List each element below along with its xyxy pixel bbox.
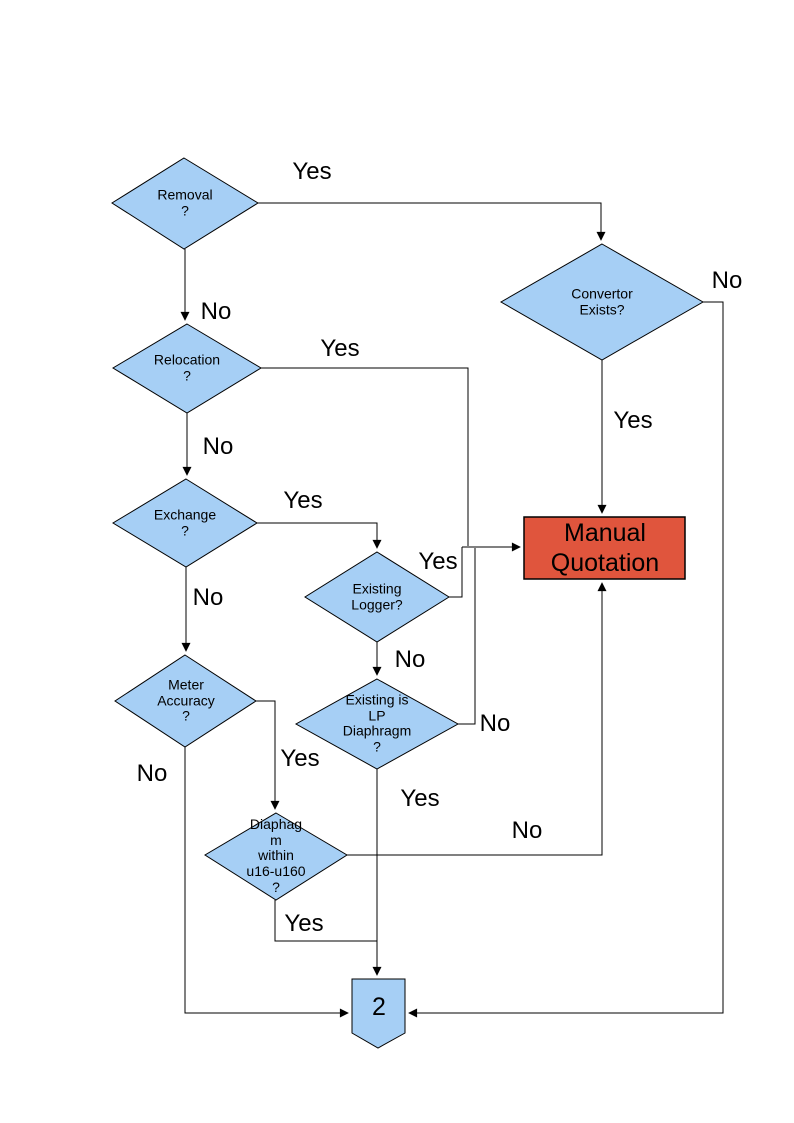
edge-diaphragm-yes xyxy=(274,900,377,942)
node-diaphragm-within-range xyxy=(204,812,348,901)
node-exchange xyxy=(112,478,258,568)
edge-meter-accuracy-yes xyxy=(256,700,280,810)
edge-meter-accuracy-no-loop xyxy=(184,747,349,1018)
edge-diaphragm-no xyxy=(347,582,607,856)
node-existing-logger xyxy=(304,551,450,643)
node-manual-quotation xyxy=(523,516,686,580)
edge-existing-logger-yes xyxy=(449,547,463,598)
edge-exchange-yes xyxy=(257,522,382,549)
node-meter-accuracy xyxy=(114,654,257,748)
node-convertor-exists xyxy=(499,243,705,361)
node-existing-lp-diaphragm xyxy=(294,678,460,770)
node-removal xyxy=(111,157,259,250)
node-off-page-connector xyxy=(351,978,406,1049)
edge-convertor-no-loop xyxy=(408,301,724,1018)
edge-relocation-yes xyxy=(261,367,469,546)
node-relocation xyxy=(112,323,262,414)
edge-removal-yes xyxy=(258,202,606,241)
edge-lp-diaphragm-no xyxy=(458,548,476,725)
